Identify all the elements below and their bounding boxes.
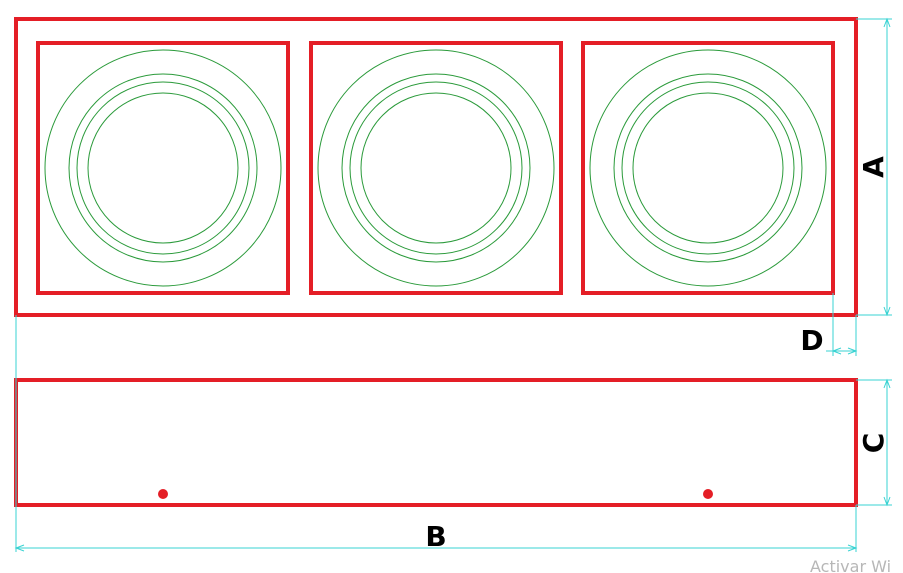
- ring-2: [341, 73, 531, 263]
- dimension-d: [826, 293, 858, 356]
- ring-inner: [632, 92, 784, 244]
- mounting-hole-left: [158, 489, 168, 499]
- ring-inner: [87, 92, 239, 244]
- dimension-label-a: A: [857, 156, 890, 178]
- cell-frame: [36, 41, 290, 295]
- front-view: [14, 378, 858, 507]
- ring-inner: [360, 92, 512, 244]
- watermark-text: Activar Wi: [810, 557, 891, 573]
- front-view-frame: [14, 378, 858, 507]
- ring-outer: [44, 49, 282, 287]
- ring-2: [613, 73, 803, 263]
- dimension-c: [856, 378, 892, 507]
- speaker-cell-2: [309, 41, 563, 295]
- ring-3: [349, 81, 523, 255]
- dimension-b: [14, 315, 858, 552]
- ring-3: [621, 81, 795, 255]
- top-view: [14, 17, 858, 317]
- ring-2: [68, 73, 258, 263]
- dimension-label-d: D: [800, 324, 823, 357]
- dimension-a: [856, 17, 892, 317]
- cell-frame: [309, 41, 563, 295]
- speaker-cell-3: [581, 41, 835, 295]
- cell-frame: [581, 41, 835, 295]
- top-view-outer-frame: [14, 17, 858, 317]
- speaker-cell-1: [36, 41, 290, 295]
- ring-3: [76, 81, 250, 255]
- dimension-label-c: C: [857, 433, 890, 454]
- mounting-hole-right: [703, 489, 713, 499]
- dimension-label-b: B: [425, 520, 446, 553]
- ring-outer: [589, 49, 827, 287]
- ring-outer: [317, 49, 555, 287]
